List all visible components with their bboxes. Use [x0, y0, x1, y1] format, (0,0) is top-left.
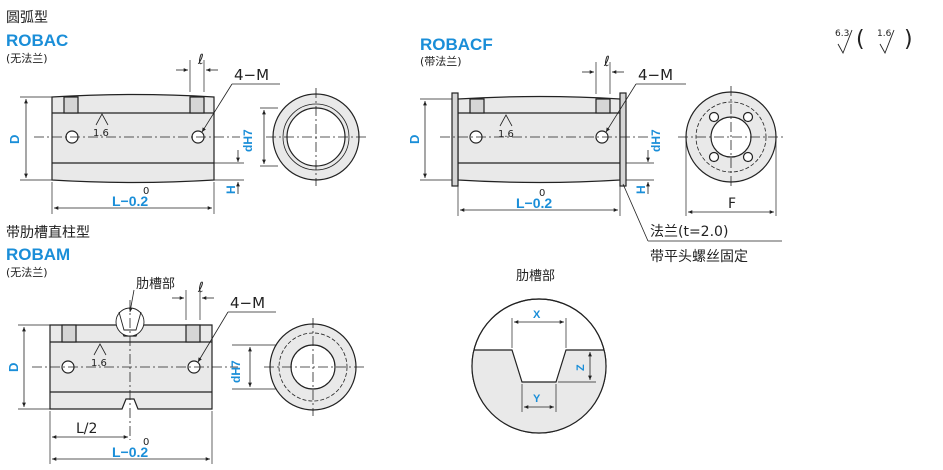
model-robam: ROBAM	[6, 245, 70, 264]
robac-side-view	[20, 60, 280, 214]
robac-l-label: ℓ	[197, 52, 204, 68]
robacf-l-label: ℓ	[603, 54, 610, 70]
robac-d-label: D	[7, 135, 22, 144]
robacf-d-label: D	[407, 135, 422, 144]
roughness-open-paren: (	[856, 27, 865, 52]
screw-note: 带平头螺丝固定	[650, 249, 748, 265]
robam-l-label: ℓ	[197, 280, 204, 296]
detail-x-label: X	[533, 309, 541, 321]
robacf-bore-label: dH7	[649, 129, 663, 152]
type-title-rib: 带肋槽直柱型	[6, 224, 90, 241]
robacf-side-view	[420, 62, 782, 242]
robacf-length-label: L−0.2	[516, 195, 552, 211]
model-robac-note: (无法兰)	[6, 51, 48, 65]
model-robacf: ROBACF	[420, 35, 493, 54]
robac-bore-label: dH7	[241, 129, 255, 152]
model-robac: ROBAC	[6, 31, 68, 50]
model-robacf-note: (带法兰)	[420, 54, 462, 68]
rib-groove-detail	[471, 298, 607, 434]
robam-length-tol: 0	[143, 437, 149, 448]
roughness-inner: 1.6	[877, 29, 892, 39]
robam-tapped-holes: 4−M	[230, 294, 265, 312]
robam-surface-finish: 1.6	[91, 358, 107, 369]
robam-bore-label: dH7	[229, 360, 243, 383]
model-robam-note: (无法兰)	[6, 265, 48, 279]
robam-side-view	[18, 289, 276, 464]
robam-half-length: L/2	[76, 421, 97, 437]
detail-y-label: Y	[533, 393, 541, 405]
robam-d-label: D	[6, 363, 21, 372]
detail-title: 肋槽部	[516, 269, 555, 284]
robac-tapped-holes: 4−M	[234, 66, 269, 84]
robam-length-label: L−0.2	[112, 444, 148, 460]
robacf-surface-finish: 1.6	[498, 129, 514, 140]
rib-groove-callout: 肋槽部	[136, 277, 175, 292]
robacf-tapped-holes: 4−M	[638, 66, 673, 84]
robac-length-label: L−0.2	[112, 193, 148, 209]
type-title-arc: 圆弧型	[6, 10, 48, 26]
detail-z-label: Z	[575, 364, 587, 371]
roughness-close-paren: )	[904, 27, 913, 52]
robac-length-tol: 0	[143, 186, 149, 197]
flange-note: 法兰(t=2.0)	[650, 224, 728, 240]
robac-end-view	[260, 88, 368, 186]
robacf-length-tol: 0	[539, 188, 545, 199]
robam-end-view	[232, 318, 366, 416]
robacf-h-label: H	[634, 185, 648, 194]
robacf-end-view	[678, 86, 786, 216]
robac-surface-finish: 1.6	[93, 128, 109, 139]
roughness-main: 6.3	[835, 29, 849, 39]
flange-diameter-label: F	[728, 196, 736, 212]
robac-h-label: H	[224, 185, 238, 194]
roughness-symbol	[837, 29, 895, 55]
